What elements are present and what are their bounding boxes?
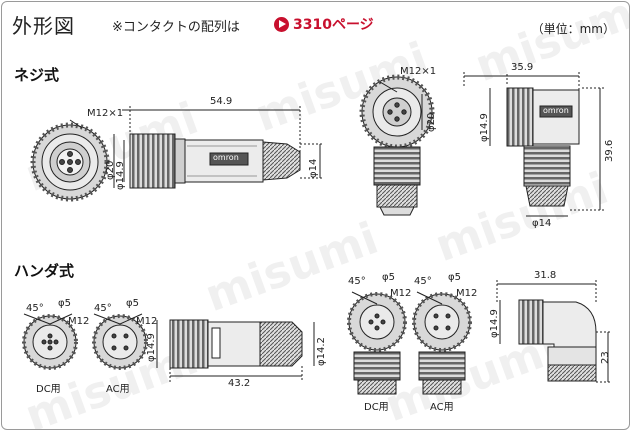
solder-body-diameter-label: φ14.9 [146, 333, 157, 362]
angle-height-label: 39.6 [604, 139, 615, 162]
angle-width-label: 35.9 [511, 62, 534, 73]
dc-caption: DC用 [36, 384, 61, 395]
section-title-screw: ネジ式 [14, 66, 60, 84]
solder-angle-side-view [496, 280, 612, 383]
dc-thread-label: M12 [68, 316, 90, 327]
screw-angle-side-view [463, 72, 604, 217]
screw-body-diameter-label: φ14.9 [115, 161, 126, 190]
angle-tail-diameter-label: φ14 [532, 218, 552, 229]
angle-dc-pin-diameter-label: φ5 [382, 272, 395, 283]
solder-angle-width-label: 31.8 [534, 270, 557, 281]
screw-straight-side-view [113, 106, 324, 189]
solder-face-ac [92, 313, 148, 370]
screw-length-label: 54.9 [210, 96, 233, 107]
solder-angle-front-dc [347, 291, 407, 395]
angle-ac-angle-label: 45° [414, 276, 432, 287]
angle-dc-angle-label: 45° [348, 276, 366, 287]
solder-angle-height-label: 23 [600, 351, 611, 364]
solder-length-label: 43.2 [228, 378, 251, 389]
dc-pin-diameter-label: φ5 [58, 298, 71, 309]
screw-angle-front-view [359, 74, 435, 216]
screw-tail-diameter-label: φ14 [308, 158, 319, 178]
solder-straight-side-view [156, 319, 315, 382]
ac-angle-label: 45° [94, 303, 112, 314]
angle-ac-caption: AC用 [430, 402, 454, 413]
unit-label: （単位：mm） [531, 22, 615, 36]
angle-ac-pin-diameter-label: φ5 [448, 272, 461, 283]
ac-caption: AC用 [106, 384, 130, 395]
solder-angle-body-diameter-label: φ14.9 [489, 309, 500, 338]
angle-thread-label: M12×1 [400, 66, 437, 77]
angle-dc-thread-label: M12 [390, 288, 412, 299]
page-title: 外形図 [12, 14, 75, 38]
contact-note: ※コンタクトの配列は [112, 20, 240, 35]
ac-thread-label: M12 [136, 316, 158, 327]
section-title-solder: ハンダ式 [14, 262, 75, 280]
angle-ac-thread-label: M12 [456, 288, 478, 299]
angle-outer-diameter-label: φ20 [426, 112, 437, 132]
dc-angle-label: 45° [26, 303, 44, 314]
screw-thread-label: M12×1 [87, 108, 124, 119]
screw-face-view [30, 119, 110, 202]
page-reference-link[interactable]: 3310ページ [274, 14, 374, 34]
solder-face-dc [22, 313, 78, 370]
solder-tail-diameter-label: φ14.2 [316, 337, 327, 366]
angle-dc-caption: DC用 [364, 402, 389, 413]
page-reference-label: 3310ページ [293, 17, 374, 33]
solder-angle-front-ac [412, 291, 472, 395]
brand-label: omron [213, 153, 239, 162]
brand-label: omron [543, 106, 569, 115]
ac-pin-diameter-label: φ5 [126, 298, 139, 309]
angle-body-diameter-label: φ14.9 [479, 113, 490, 142]
play-arrow-icon [274, 16, 289, 32]
